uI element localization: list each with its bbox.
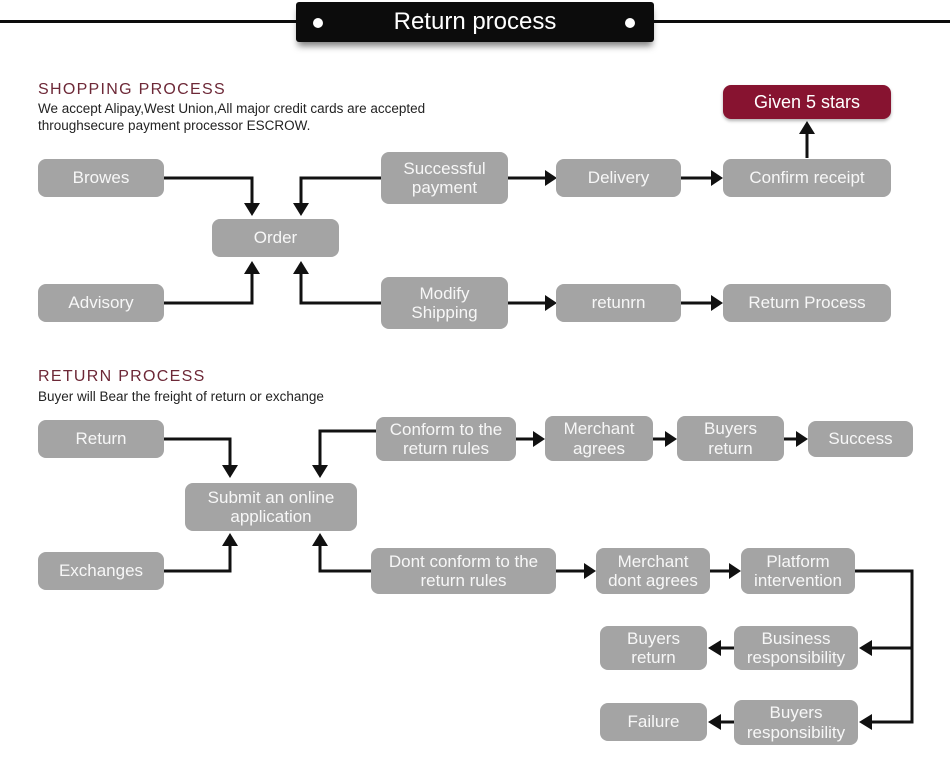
- title-rule-left: [0, 20, 298, 23]
- node-success: Success: [808, 421, 913, 457]
- arrowhead-right-icon: [584, 563, 596, 579]
- arrowhead-right-icon: [665, 431, 677, 447]
- edge-browes-order: [164, 176, 254, 203]
- arrowhead-up-icon: [293, 261, 309, 274]
- arrowhead-down-icon: [244, 203, 260, 216]
- edge-modify-shipping-order: [299, 274, 381, 305]
- node-business-responsibility: Business responsibility: [734, 626, 858, 670]
- node-merchant-dont-agrees: Merchant dont agrees: [596, 548, 710, 594]
- node-merchant-agrees: Merchant agrees: [545, 416, 653, 461]
- shopping-subtext-line2: throughsecure payment processor ESCROW.: [38, 117, 311, 133]
- node-given-5-stars: Given 5 stars: [723, 85, 891, 119]
- arrowhead-right-icon: [545, 295, 557, 311]
- arrowhead-up-icon: [244, 261, 260, 274]
- arrowhead-left-icon: [708, 714, 721, 730]
- page-title: Return process: [393, 8, 557, 35]
- node-successful-payment: Successful payment: [381, 152, 508, 204]
- node-buyers-return: Buyers return: [677, 416, 784, 461]
- edge-advisory-order: [164, 274, 254, 305]
- node-browes: Browes: [38, 159, 164, 197]
- return-process-heading: RETURN PROCESS: [38, 368, 206, 385]
- arrowhead-up-icon: [222, 533, 238, 546]
- node-submit-application: Submit an online application: [185, 483, 357, 531]
- edge-return-submit: [164, 437, 232, 465]
- node-confirm-receipt: Confirm receipt: [723, 159, 891, 197]
- node-exchanges: Exchanges: [38, 552, 164, 590]
- node-modify-shipping: Modify Shipping: [381, 277, 508, 329]
- edge-conform-submit: [318, 429, 376, 465]
- return-subtext-line1: Buyer will Bear the freight of return or…: [38, 389, 324, 404]
- edge-dont-conform-submit: [318, 546, 371, 573]
- arrowhead-right-icon: [533, 431, 545, 447]
- node-dont-conform-rules: Dont conform to the return rules: [371, 548, 556, 594]
- arrowhead-right-icon: [711, 170, 723, 186]
- node-platform-intervention: Platform intervention: [741, 548, 855, 594]
- arrowhead-left-icon: [708, 640, 721, 656]
- return-process-subtext: Buyer will Bear the freight of return or…: [38, 389, 324, 406]
- node-advisory: Advisory: [38, 284, 164, 322]
- node-buyers-responsibility: Buyers responsibility: [734, 700, 858, 745]
- arrowhead-right-icon: [729, 563, 741, 579]
- arrowhead-down-icon: [293, 203, 309, 216]
- ribbon-dot-right-icon: [625, 18, 635, 28]
- arrowhead-left-icon: [859, 640, 872, 656]
- node-buyers-return-2: Buyers return: [600, 626, 707, 670]
- arrowhead-right-icon: [796, 431, 808, 447]
- node-delivery: Delivery: [556, 159, 681, 197]
- shopping-process-subtext: We accept Alipay,West Union,All major cr…: [38, 101, 425, 134]
- node-return-process: Return Process: [723, 284, 891, 322]
- shopping-subtext-line1: We accept Alipay,West Union,All major cr…: [38, 101, 426, 116]
- arrowhead-up-icon: [799, 121, 815, 134]
- node-failure: Failure: [600, 703, 707, 741]
- arrowhead-right-icon: [545, 170, 557, 186]
- arrowhead-left-icon: [859, 714, 872, 730]
- arrowhead-right-icon: [711, 295, 723, 311]
- title-ribbon: Return process: [296, 2, 654, 42]
- edge-exchanges-submit: [164, 546, 232, 573]
- node-conform-return-rules: Conform to the return rules: [376, 417, 516, 461]
- arrowhead-down-icon: [222, 465, 238, 478]
- arrowhead-up-icon: [312, 533, 328, 546]
- ribbon-dot-left-icon: [313, 18, 323, 28]
- title-rule-right: [652, 20, 950, 23]
- node-order: Order: [212, 219, 339, 257]
- edge-successful-payment-order: [299, 176, 381, 203]
- arrowhead-down-icon: [312, 465, 328, 478]
- shopping-process-heading: SHOPPING PROCESS: [38, 81, 226, 98]
- node-return: Return: [38, 420, 164, 458]
- node-retunrn: retunrn: [556, 284, 681, 322]
